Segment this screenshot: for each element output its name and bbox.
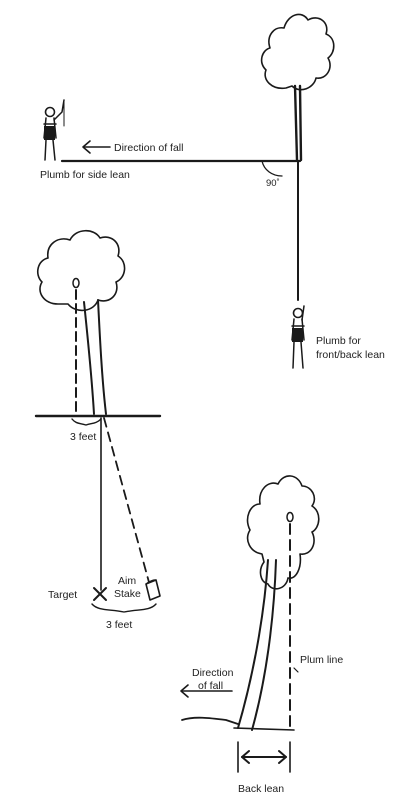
bottom-direction-line1: Direction xyxy=(192,667,234,679)
plum-line-label: Plum line xyxy=(300,654,343,666)
bottom-ground-line xyxy=(181,716,239,725)
offset-brace xyxy=(71,418,102,426)
aim-dashed-line xyxy=(103,417,151,587)
target-label: Target xyxy=(48,589,77,601)
side-plumb-person-icon xyxy=(43,99,65,161)
top-tree-trunk xyxy=(293,84,303,162)
spacing-brace xyxy=(91,603,157,613)
back-lean-dimension xyxy=(237,741,291,773)
right-angle-arc xyxy=(261,160,283,177)
middle-panel: 3 feet Target Aim Stake 3 feet xyxy=(34,229,162,631)
top-tree xyxy=(260,13,335,162)
spacing-3-feet-label: 3 feet xyxy=(106,619,132,631)
bottom-tree-crown xyxy=(246,475,320,590)
bottom-tree-trunk xyxy=(237,559,277,731)
plumb-front-label-line1: Plumb for xyxy=(316,335,361,347)
bottom-tree xyxy=(237,475,320,731)
target-x-icon xyxy=(93,587,107,601)
front-plumb-person-icon xyxy=(291,305,305,369)
top-tree-crown xyxy=(260,13,335,91)
middle-tree-trunk xyxy=(83,299,107,415)
aim-label-line2: Stake xyxy=(114,588,141,600)
direction-arrow-icon xyxy=(82,140,111,154)
bottom-direction-line2: of fall xyxy=(198,680,223,692)
back-lean-label: Back lean xyxy=(238,783,284,795)
plumb-side-lean-label: Plumb for side lean xyxy=(40,169,130,181)
direction-of-fall-label: Direction of fall xyxy=(114,142,183,154)
bottom-tree-marker xyxy=(286,511,294,523)
bottom-base-line xyxy=(233,727,295,731)
plumb-front-label-line2: front/back lean xyxy=(316,349,385,361)
middle-tree-crown xyxy=(36,229,126,312)
middle-tree xyxy=(36,229,126,415)
offset-3-feet-label: 3 feet xyxy=(70,431,96,443)
bottom-direction-arrow-icon xyxy=(180,684,233,698)
plum-line-pointer xyxy=(293,667,299,673)
aim-stake-icon xyxy=(145,579,161,601)
top-panel: Direction of fall Plumb for side lean 90… xyxy=(40,13,385,369)
middle-tree-marker xyxy=(72,277,80,289)
angle-90-label: 90˚ xyxy=(266,178,280,189)
aim-label-line1: Aim xyxy=(118,575,136,587)
bottom-panel: Plum line Direction of fall Back lean xyxy=(180,475,343,795)
